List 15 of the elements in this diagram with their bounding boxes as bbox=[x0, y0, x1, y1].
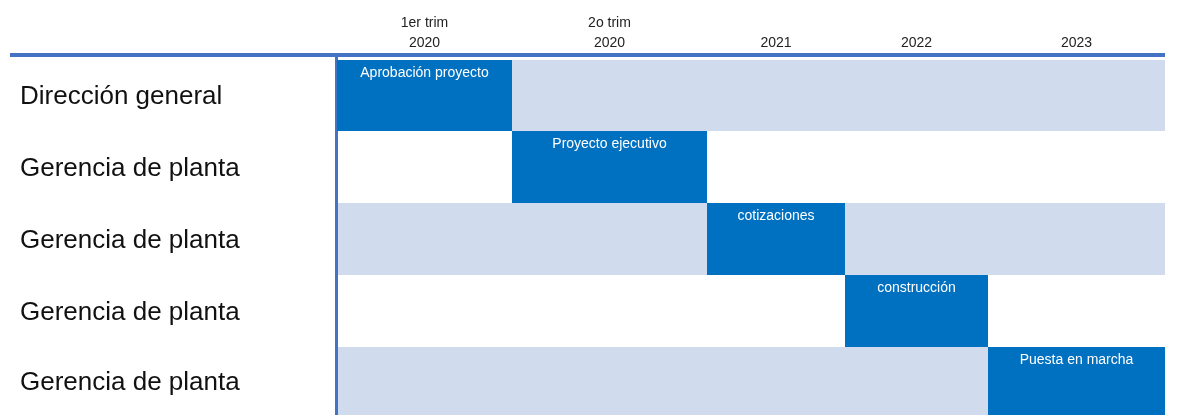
row-label: Gerencia de planta bbox=[20, 151, 240, 183]
row-label: Gerencia de planta bbox=[20, 223, 240, 255]
task-bar: Puesta en marcha bbox=[988, 347, 1165, 415]
task-bar: cotizaciones bbox=[707, 203, 845, 275]
row-label: Gerencia de planta bbox=[20, 365, 240, 397]
row-label: Dirección general bbox=[20, 80, 223, 111]
row-label: Gerencia de planta bbox=[20, 295, 240, 327]
column-header: 2021 bbox=[760, 33, 792, 52]
column-header: 2o trim 2020 bbox=[587, 13, 632, 52]
task-bar: Aprobación proyecto bbox=[337, 60, 512, 131]
task-bar: construcción bbox=[845, 275, 988, 347]
task-bar: Proyecto ejecutivo bbox=[512, 131, 707, 203]
column-header: 1er trim 2020 bbox=[399, 13, 450, 52]
column-header: 2023 bbox=[1060, 33, 1093, 52]
column-header: 2022 bbox=[900, 33, 933, 52]
